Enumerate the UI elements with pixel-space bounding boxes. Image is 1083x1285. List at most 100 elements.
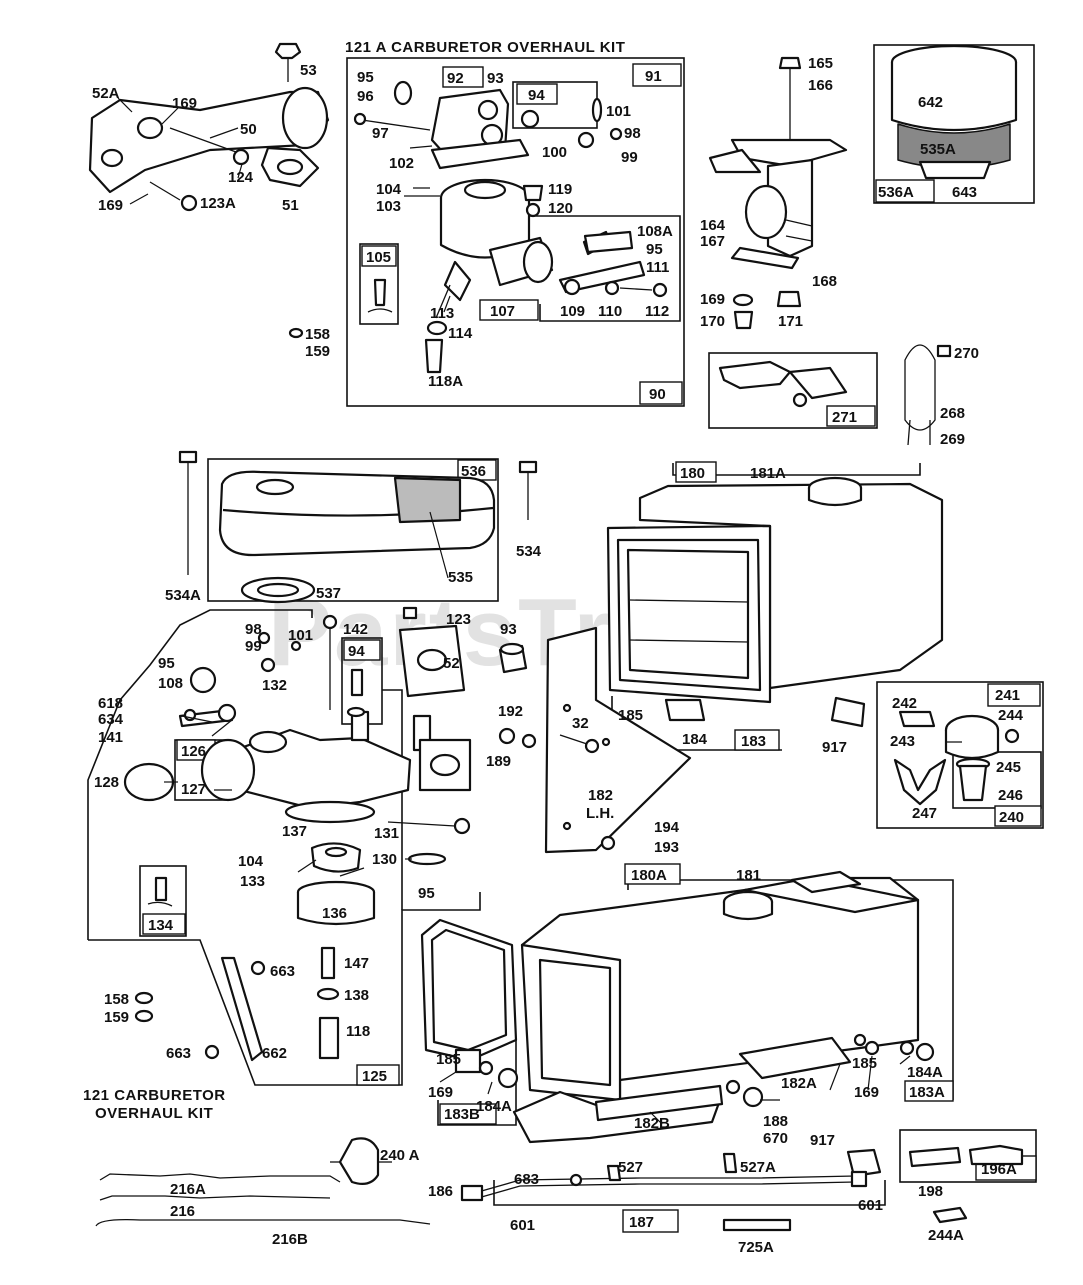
part-label: 52A xyxy=(92,85,120,102)
part-label: 181 xyxy=(736,867,761,884)
box-271 xyxy=(708,352,878,429)
part-label: 196A xyxy=(981,1161,1017,1178)
box-187-line xyxy=(493,1180,886,1206)
part-label: 536A xyxy=(878,184,914,201)
part-label: 92 xyxy=(447,70,464,87)
part-label: 141 xyxy=(98,729,123,746)
part-label: 537 xyxy=(316,585,341,602)
part-label: 168 xyxy=(812,273,837,290)
part-label: 95 xyxy=(357,69,374,86)
kit-121a-title: 121 A CARBURETOR OVERHAUL KIT xyxy=(345,39,625,56)
part-label: 240 xyxy=(999,809,1024,826)
part-label: 183 xyxy=(741,733,766,750)
part-label: 105 xyxy=(366,249,391,266)
part-label: 663 xyxy=(166,1045,191,1062)
part-label: 535A xyxy=(920,141,956,158)
part-label: 181A xyxy=(750,465,786,482)
box-180a-line xyxy=(627,879,954,1100)
part-label: 52 xyxy=(443,655,460,672)
bracket-side-label: L.H. xyxy=(586,805,614,822)
part-label: 170 xyxy=(700,313,725,330)
part-label: 95 xyxy=(418,885,435,902)
part-label: 271 xyxy=(832,409,857,426)
part-label: 104 xyxy=(238,853,264,870)
part-label: 169 xyxy=(98,197,123,214)
part-label: 186 xyxy=(428,1183,453,1200)
part-label: 917 xyxy=(810,1132,835,1149)
part-label: 246 xyxy=(998,787,1023,804)
part-label: 125 xyxy=(362,1068,387,1085)
part-label: 118 xyxy=(346,1023,370,1040)
part-label: 240 A xyxy=(380,1147,420,1164)
part-label: 180 xyxy=(680,465,705,482)
part-label: 642 xyxy=(918,94,943,111)
part-label: 123 xyxy=(446,611,471,628)
part-label: 269 xyxy=(940,431,965,448)
part-label: 725A xyxy=(738,1239,774,1256)
part-label: 171 xyxy=(778,313,803,330)
part-label: 185 xyxy=(852,1055,877,1072)
part-label: 535 xyxy=(448,569,473,586)
part-label: 244 xyxy=(998,707,1024,724)
number-tag-frames xyxy=(142,63,1042,1233)
part-label: 189 xyxy=(486,753,511,770)
kit-121-title-line1: 121 CARBURETOR xyxy=(83,1087,226,1104)
part-label: 601 xyxy=(858,1197,883,1214)
part-label: 100 xyxy=(542,144,567,161)
part-label: 183A xyxy=(909,1084,945,1101)
part-label: 164 xyxy=(700,217,726,234)
box-134 xyxy=(139,865,187,937)
part-label: 159 xyxy=(104,1009,129,1026)
carburetor-kit-121a-box xyxy=(346,57,685,407)
part-label: 137 xyxy=(282,823,307,840)
part-label: 216A xyxy=(170,1181,206,1198)
part-label: 245 xyxy=(996,759,1021,776)
part-label: 101 xyxy=(288,627,313,644)
part-label: 102 xyxy=(389,155,414,172)
part-label: 643 xyxy=(952,184,977,201)
part-label: 98 xyxy=(245,621,262,638)
part-label: 182A xyxy=(781,1075,817,1092)
part-label: 184 xyxy=(682,731,708,748)
part-label: 103 xyxy=(376,198,401,215)
part-label: 536 xyxy=(461,463,486,480)
part-label: 94 xyxy=(348,643,365,660)
part-label: 192 xyxy=(498,703,523,720)
box-180-line xyxy=(672,463,921,476)
part-label: 188 xyxy=(763,1113,788,1130)
box-105 xyxy=(359,243,399,325)
part-label: 127 xyxy=(181,781,206,798)
part-label: 683 xyxy=(514,1171,539,1188)
carburetor-kit-121-outline-left xyxy=(87,609,313,940)
part-label: 618 xyxy=(98,695,123,712)
part-label: 112 xyxy=(645,303,669,320)
part-label: 50 xyxy=(240,121,257,138)
part-label: 165 xyxy=(808,55,833,72)
part-label: 242 xyxy=(892,695,917,712)
part-label: 670 xyxy=(763,1130,788,1147)
part-label: 123A xyxy=(200,195,236,212)
part-label: 241 xyxy=(995,687,1020,704)
part-label: 158 xyxy=(104,991,129,1008)
part-label: 243 xyxy=(890,733,915,750)
box-240 xyxy=(876,681,1044,829)
part-label: 113 xyxy=(430,305,454,322)
part-label: 182B xyxy=(634,1115,670,1132)
part-label: 216B xyxy=(272,1231,308,1248)
carburetor-kit-121-outline-bottom xyxy=(88,892,481,1086)
part-label: 527 xyxy=(618,1159,643,1176)
part-label: 169 xyxy=(428,1084,453,1101)
part-label: 180A xyxy=(631,867,667,884)
box-107 xyxy=(447,215,681,322)
part-label: 185 xyxy=(618,707,643,724)
part-label: 662 xyxy=(262,1045,287,1062)
part-label: 216 xyxy=(170,1203,195,1220)
part-label: 110 xyxy=(598,303,622,320)
part-label: 111 xyxy=(646,259,669,276)
part-label: 97 xyxy=(372,125,389,142)
part-label: 98 xyxy=(624,125,641,142)
part-label: 133 xyxy=(240,873,265,890)
part-label: 108 xyxy=(158,675,183,692)
part-label: 107 xyxy=(490,303,515,320)
